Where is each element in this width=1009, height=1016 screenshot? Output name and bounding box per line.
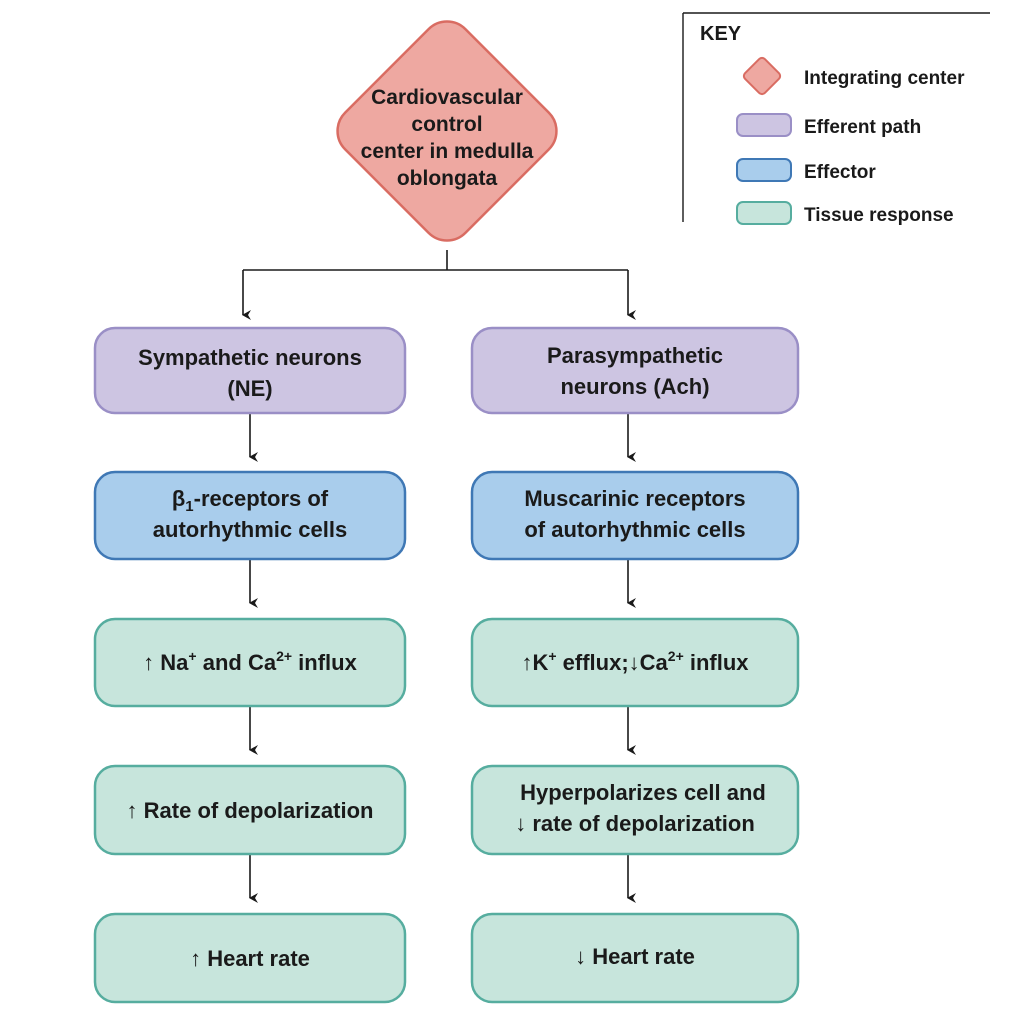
potassium-ion: K <box>532 650 548 675</box>
calcium-charge: 2+ <box>276 648 292 664</box>
parasympathetic-efferent-line-1: Parasympathetic <box>547 343 723 368</box>
down-arrow-icon: ↓ <box>515 811 526 836</box>
influx-text: influx <box>292 650 358 675</box>
key-label-tissue-response: Tissue response <box>804 205 954 226</box>
up-arrow-icon: ↑ <box>127 798 138 823</box>
sympathetic-response-2-box <box>93 764 407 856</box>
parasympathetic-response-3-text: ↓ Heart rate <box>575 944 695 969</box>
parasympathetic-effector-line-1: Muscarinic receptors <box>524 486 745 511</box>
sympathetic-effector-line-1: β1-receptors of <box>172 486 329 515</box>
integrating-center-diamond <box>336 20 558 242</box>
key-swatch-tissue-response <box>736 201 792 225</box>
key-swatch-integrating-center <box>742 56 782 96</box>
sympathetic-effector-node: β1-receptors of autorhythmic cells <box>93 470 407 561</box>
parasympathetic-effector-node: Muscarinic receptors of autorhythmic cel… <box>470 470 800 561</box>
key-title: KEY <box>700 23 742 45</box>
key-label-efferent-path: Efferent path <box>804 117 921 138</box>
parasympathetic-response-1-node: ↑K+ efflux;↓Ca2+ influx <box>470 617 800 708</box>
heart-rate-text: Heart rate <box>207 946 310 971</box>
parasympathetic-response-1-box <box>470 617 800 708</box>
down-arrow-icon: ↓ <box>629 650 640 675</box>
parasympathetic-effector-line-2: of autorhythmic cells <box>524 517 745 542</box>
rate-of-depolarization-text: Rate of depolarization <box>144 798 374 823</box>
key-label-integrating-center: Integrating center <box>804 68 965 89</box>
and-calcium-text: and Ca <box>197 650 277 675</box>
parasympathetic-response-2-box <box>470 764 800 856</box>
influx-text: influx <box>684 650 750 675</box>
integrating-center-line-4: oblongata <box>397 167 498 190</box>
receptors-of-text: -receptors of <box>194 486 329 511</box>
key-swatch-effector <box>736 158 792 182</box>
integrating-center-line-3: center in medulla <box>361 140 534 163</box>
parasympathetic-efferent-node: Parasympathetic neurons (Ach) <box>470 326 800 415</box>
parasympathetic-efferent-box <box>470 326 800 415</box>
parasympathetic-response-2-line-1: Hyperpolarizes cell and <box>520 780 766 805</box>
parasympathetic-response-2-node: Hyperpolarizes cell and ↓ rate of depola… <box>470 764 800 856</box>
sympathetic-efferent-node: Sympathetic neurons (NE) <box>93 326 407 415</box>
integrating-center-line-2: control <box>411 113 482 136</box>
calcium-charge: 2+ <box>668 648 684 664</box>
up-arrow-icon: ↑ <box>143 650 154 675</box>
calcium-ion: Ca <box>640 650 669 675</box>
sympathetic-response-3-node: ↑ Heart rate <box>93 912 407 1004</box>
key-label-effector: Effector <box>804 162 876 183</box>
parasympathetic-response-3-box <box>470 912 800 1004</box>
connectors <box>242 250 636 903</box>
integrating-center-node: Cardiovascular control center in medulla… <box>336 20 558 242</box>
sympathetic-effector-box <box>93 470 407 561</box>
down-arrow-icon: ↓ <box>575 944 586 969</box>
parasympathetic-response-2-line-2: ↓ rate of depolarization <box>515 811 755 836</box>
key-legend: KEY Integrating center Efferent path Eff… <box>682 12 990 226</box>
sympathetic-response-1-box <box>93 617 407 708</box>
rate-of-depolarization-text: rate of depolarization <box>532 811 754 836</box>
sympathetic-response-3-text: ↑ Heart rate <box>190 946 310 971</box>
sympathetic-response-1-node: ↑ Na+ and Ca2+ influx <box>93 617 407 708</box>
sympathetic-efferent-line-1: Sympathetic neurons <box>138 345 362 370</box>
heart-rate-text: Heart rate <box>592 944 695 969</box>
parasympathetic-response-1-text: ↑K+ efflux;↓Ca2+ influx <box>521 648 749 675</box>
parasympathetic-efferent-line-2: neurons (Ach) <box>560 374 709 399</box>
sympathetic-response-3-box <box>93 912 407 1004</box>
sympathetic-response-2-text: ↑ Rate of depolarization <box>127 798 374 823</box>
beta-symbol: β <box>172 486 185 511</box>
sympathetic-efferent-line-2: (NE) <box>227 376 272 401</box>
integrating-center-line-1: Cardiovascular <box>371 86 523 109</box>
parasympathetic-response-3-node: ↓ Heart rate <box>470 912 800 1004</box>
potassium-charge: + <box>548 648 556 664</box>
sodium-ion: Na <box>160 650 189 675</box>
key-swatch-efferent-path <box>736 113 792 137</box>
sympathetic-effector-line-2: autorhythmic cells <box>153 517 347 542</box>
efflux-text: efflux; <box>557 650 629 675</box>
beta-subscript: 1 <box>185 498 193 515</box>
up-arrow-icon: ↑ <box>190 946 201 971</box>
parasympathetic-effector-box <box>470 470 800 561</box>
sodium-charge: + <box>188 648 196 664</box>
sympathetic-response-1-text: ↑ Na+ and Ca2+ influx <box>143 648 357 675</box>
sympathetic-response-2-node: ↑ Rate of depolarization <box>93 764 407 856</box>
sympathetic-efferent-box <box>93 326 407 415</box>
up-arrow-icon: ↑ <box>521 650 532 675</box>
